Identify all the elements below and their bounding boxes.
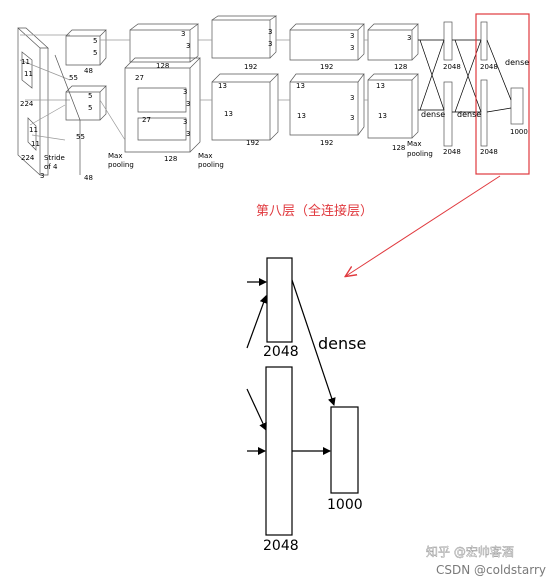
label-11: 11 — [29, 126, 38, 134]
watermark-zhihu: 知乎 @宏帅客酒 — [426, 544, 514, 559]
detail-diagram: dense 2048 2048 1000 — [246, 257, 366, 554]
label-13: 13 — [296, 82, 305, 90]
label-128: 128 — [392, 144, 405, 152]
label-3: 3 — [268, 28, 272, 36]
caption-layer-8: 第八层（全连接层） — [256, 203, 373, 219]
label-3: 3 — [186, 100, 190, 108]
label-3: 3 — [40, 172, 44, 180]
label-pooling: pooling — [198, 161, 224, 169]
label-1000: 1000 — [510, 128, 528, 136]
label-192: 192 — [320, 63, 333, 71]
label-2048-bottom: 2048 — [263, 538, 299, 554]
label-11: 11 — [31, 140, 40, 148]
label-13: 13 — [378, 112, 387, 120]
fc-2048-bottom — [265, 366, 293, 536]
fc-2048-top — [266, 257, 293, 343]
label-5: 5 — [93, 49, 97, 57]
label-13: 13 — [218, 82, 227, 90]
label-11: 11 — [21, 58, 30, 66]
label-55: 55 — [69, 74, 78, 82]
label-3: 3 — [407, 34, 411, 42]
label-13: 13 — [376, 82, 385, 90]
label-2048: 2048 — [480, 63, 498, 71]
label-max: Max — [198, 152, 212, 160]
label-of-4: of 4 — [44, 163, 58, 171]
label-192: 192 — [244, 63, 257, 71]
label-3: 3 — [181, 30, 185, 38]
label-max: Max — [407, 140, 421, 148]
label-3: 3 — [350, 44, 354, 52]
label-pooling: pooling — [407, 150, 433, 158]
label-dense: dense — [318, 334, 366, 353]
label-3: 3 — [186, 130, 190, 138]
label-48: 48 — [84, 174, 93, 182]
label-5: 5 — [88, 104, 92, 112]
label-2048: 2048 — [480, 148, 498, 156]
label-3: 3 — [183, 88, 187, 96]
label-2048-top: 2048 — [263, 344, 299, 360]
label-pooling: pooling — [108, 161, 134, 169]
label-27: 27 — [135, 74, 144, 82]
label-27: 27 — [142, 116, 151, 124]
label-192: 192 — [246, 139, 259, 147]
label-128: 128 — [164, 155, 177, 163]
watermark-csdn: CSDN @coldstarry — [436, 563, 546, 577]
label-224: 224 — [20, 100, 34, 108]
label-stride: Stride — [44, 154, 65, 162]
label-3: 3 — [268, 40, 272, 48]
label-dense: dense — [505, 58, 529, 67]
label-192: 192 — [320, 139, 333, 147]
label-48: 48 — [84, 67, 93, 75]
label-224: 224 — [21, 154, 35, 162]
label-1000-output: 1000 — [327, 497, 363, 513]
architecture-labels: 11 11 224 224 11 11 Stride of 4 3 55 55 … — [20, 28, 529, 182]
label-max: Max — [108, 152, 122, 160]
label-3: 3 — [186, 42, 190, 50]
label-128: 128 — [156, 62, 169, 70]
highlight-box — [475, 13, 530, 175]
label-dense: dense — [457, 110, 481, 119]
label-128: 128 — [394, 63, 407, 71]
label-13: 13 — [224, 110, 233, 118]
label-11: 11 — [24, 70, 33, 78]
label-55: 55 — [76, 133, 85, 141]
label-3: 3 — [183, 118, 187, 126]
label-5: 5 — [93, 37, 97, 45]
label-dense: dense — [421, 110, 445, 119]
label-5: 5 — [88, 92, 92, 100]
label-2048: 2048 — [443, 63, 461, 71]
label-3: 3 — [350, 32, 354, 40]
label-3: 3 — [350, 114, 354, 122]
architecture-overview — [17, 15, 524, 176]
zoom-arrow — [346, 175, 501, 276]
label-13: 13 — [297, 112, 306, 120]
fc-1000-output — [330, 406, 359, 494]
label-3: 3 — [350, 94, 354, 102]
label-2048: 2048 — [443, 148, 461, 156]
